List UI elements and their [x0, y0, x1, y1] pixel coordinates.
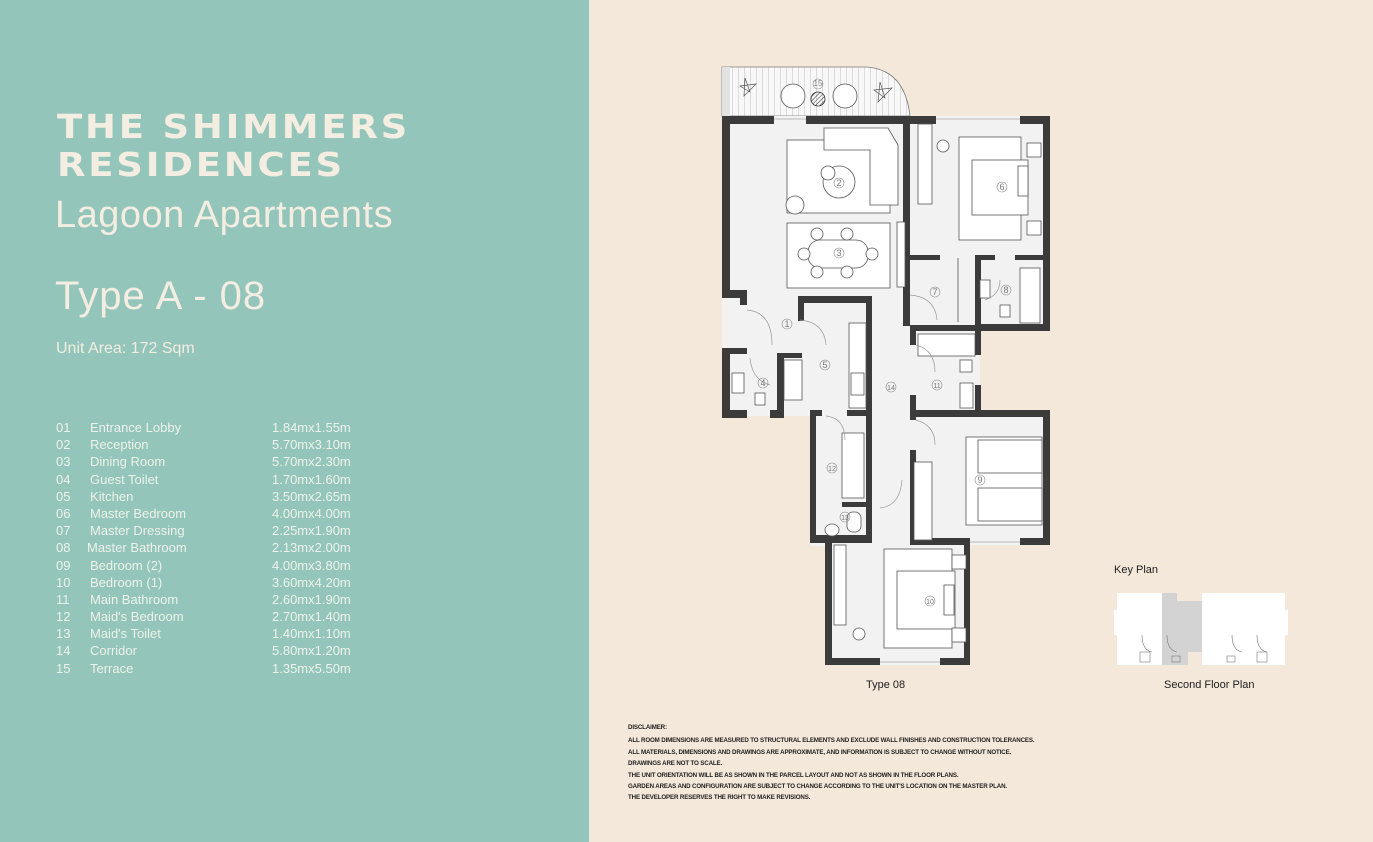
svg-text:15: 15 [814, 79, 823, 88]
marker-8: 8 [1003, 285, 1008, 295]
disclaimer-line: ALL ROOM DIMENSIONS ARE MEASURED TO STRU… [628, 737, 1035, 745]
marker-7: 7 [932, 287, 937, 297]
room-name: Master Dressing [90, 523, 185, 539]
room-name: Reception [90, 437, 149, 453]
room-number: 01 [56, 420, 71, 435]
marker-1: 1 [784, 319, 789, 329]
key-plan-drawing [1114, 593, 1288, 665]
unit-area: Unit Area: 172 Sqm [56, 340, 195, 357]
disclaimer-line: GARDEN AREAS AND CONFIGURATION ARE SUBJE… [628, 783, 1007, 791]
disclaimer-line: DRAWINGS ARE NOT TO SCALE. [628, 760, 723, 768]
furniture [731, 123, 1043, 649]
room-number: 08 [56, 540, 71, 556]
room-name: Guest Toilet [90, 471, 159, 487]
room-dimensions: 4.00mx4.00m [272, 505, 351, 521]
room-name: Bedroom (1) [90, 574, 163, 590]
disclaimer-title: DISCLAIMER: [628, 724, 667, 731]
marker-12: 12 [828, 466, 836, 473]
marker-5: 5 [822, 360, 827, 370]
left-info-panel: THE SHIMMERS RESIDENCES Lagoon Apartment… [0, 0, 589, 842]
room-name: Corridor [90, 643, 137, 659]
room-dimensions: 4.00mx3.80m [272, 557, 351, 573]
project-name-line2: RESIDENCES [57, 145, 345, 184]
marker-14: 14 [887, 385, 895, 392]
terrace-area: 15 [721, 66, 911, 117]
room-dimensions: 1.35mx5.50m [272, 660, 351, 676]
room-dimensions: 3.50mx2.65m [272, 488, 351, 504]
room-dimensions: 5.70mx2.30m [272, 454, 351, 470]
disclaimer-line: THE DEVELOPER RESERVES THE RIGHT TO MAKE… [628, 794, 811, 802]
floor-plan-caption: Type 08 [866, 679, 906, 691]
room-name: Entrance Lobby [90, 420, 182, 435]
room-dimensions: 5.80mx1.20m [272, 643, 351, 659]
windows [774, 118, 1020, 663]
room-name: Bedroom (2) [90, 557, 163, 573]
room-number: 06 [56, 505, 71, 521]
room-name: Kitchen [90, 488, 134, 504]
room-dimensions: 5.70mx3.10m [272, 437, 351, 453]
disclaimer-line: THE UNIT ORIENTATION WILL BE AS SHOWN IN… [628, 771, 959, 779]
marker-10: 10 [926, 599, 934, 606]
room-dimensions: 1.40mx1.10m [272, 626, 351, 642]
collection-title: Lagoon Apartments [55, 194, 394, 236]
room-name: Main Bathroom [90, 591, 179, 607]
room-name: Master Bathroom [87, 540, 187, 556]
room-dimensions: 2.60mx1.90m [272, 591, 351, 607]
room-number: 15 [56, 660, 71, 676]
room-markers: 1 2 3 4 5 6 7 8 9 10 11 12 13 14 [757, 78, 1012, 607]
room-dimensions: 2.25mx1.90m [272, 523, 351, 539]
room-number: 13 [56, 626, 71, 642]
marker-11: 11 [933, 383, 940, 390]
room-dimensions: 3.60mx4.20m [272, 574, 351, 590]
marker-13: 13 [841, 515, 849, 522]
room-number: 03 [56, 454, 71, 470]
disclaimer-line: ALL MATERIALS, DIMENSIONS AND DRAWINGS A… [628, 748, 1012, 756]
project-name-line1: THE SHIMMERS [57, 107, 411, 146]
unit-type-title: Type A - 08 [55, 274, 267, 318]
marker-3: 3 [836, 248, 841, 258]
room-dimensions: 2.70mx1.40m [272, 609, 351, 625]
marker-4: 4 [760, 378, 765, 388]
room-dimensions: 1.84mx1.55m [272, 420, 351, 435]
marker-2: 2 [836, 178, 841, 188]
marker-6: 6 [999, 182, 1004, 192]
door-swings [746, 279, 1001, 509]
room-number: 10 [56, 574, 71, 590]
room-number: 02 [56, 437, 71, 453]
room-number: 12 [56, 609, 71, 625]
project-name: THE SHIMMERS RESIDENCES [57, 108, 410, 184]
room-dimensions: 2.13mx2.00m [272, 540, 351, 556]
key-plan-caption: Second Floor Plan [1164, 679, 1255, 691]
room-number: 14 [56, 643, 71, 659]
room-name: Maid's Toilet [90, 626, 161, 642]
room-number: 04 [56, 471, 71, 487]
marker-9: 9 [977, 475, 982, 485]
room-number: 11 [56, 591, 70, 607]
room-name: Maid's Bedroom [90, 609, 184, 625]
room-name: Master Bedroom [90, 505, 187, 521]
room-name: Terrace [90, 660, 134, 676]
key-plan-title: Key Plan [1114, 564, 1159, 576]
room-number: 05 [56, 488, 71, 504]
room-number: 07 [56, 523, 71, 539]
floor-plan-drawing: 15 [721, 66, 1050, 665]
walls [722, 116, 1050, 665]
room-number: 09 [56, 557, 71, 573]
room-name: Dining Room [90, 454, 166, 470]
disclaimer: DISCLAIMER: ALL ROOM DIMENSIONS ARE MEAS… [628, 722, 1035, 804]
room-dimensions: 1.70mx1.60m [272, 471, 351, 487]
